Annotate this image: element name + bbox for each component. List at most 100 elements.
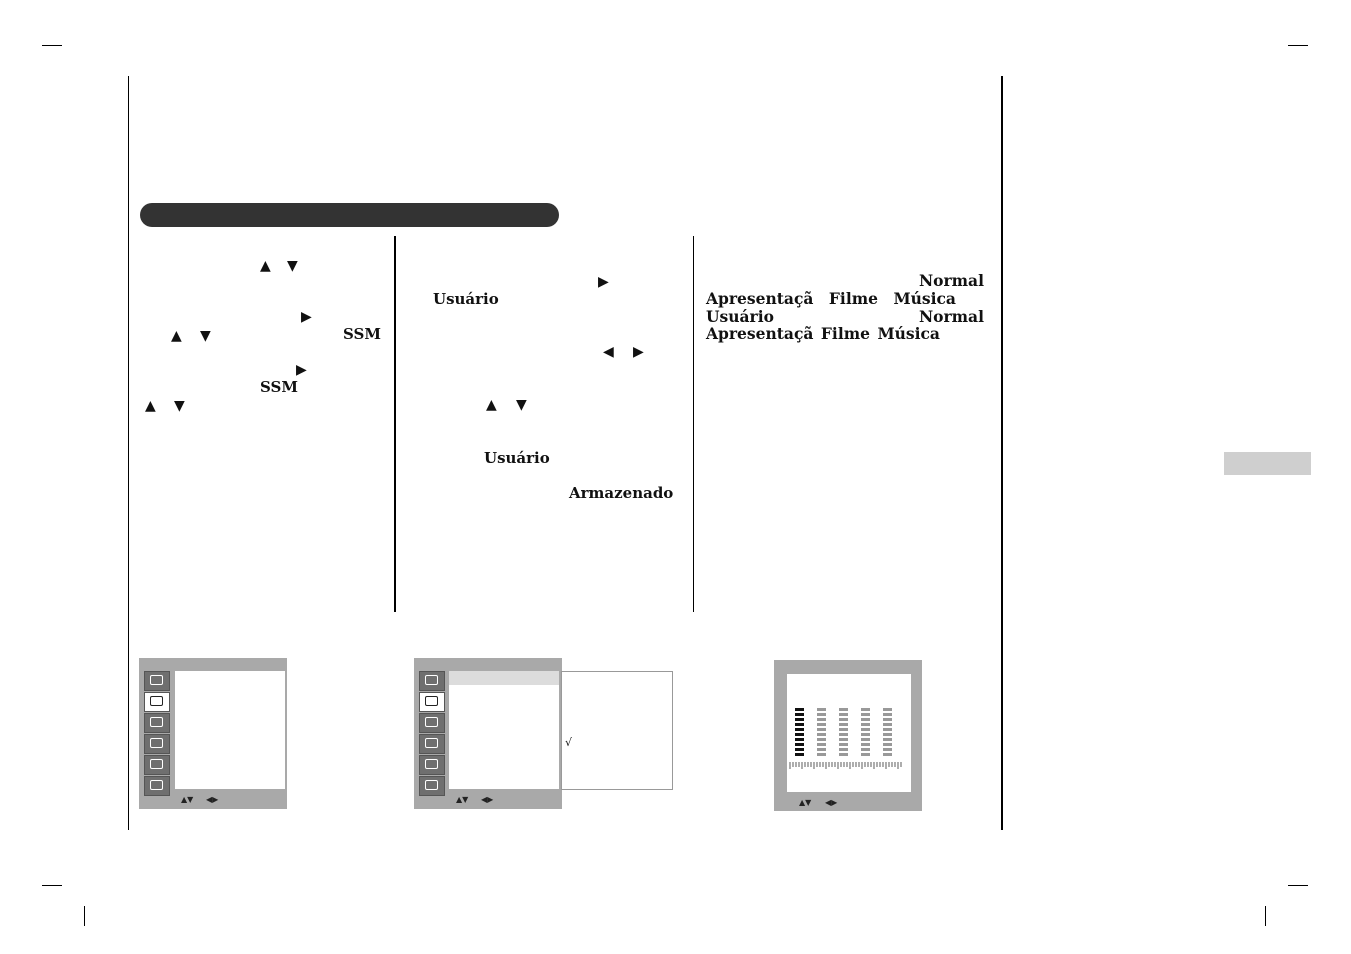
eq-band-segment xyxy=(839,733,848,736)
equalizer-panel xyxy=(787,674,911,792)
options-icon[interactable] xyxy=(419,755,445,775)
lock-icon-glyph xyxy=(150,780,163,790)
arrow-left-icon: ◀ xyxy=(603,344,614,360)
nav-leftright-icon: ◀▶ xyxy=(206,795,219,804)
eq-band-segment xyxy=(839,743,848,746)
eq-band-segment xyxy=(883,753,892,756)
eq-band-segment xyxy=(795,718,804,721)
tv-icon[interactable] xyxy=(144,713,170,733)
preset-line: Apresentaçã Filme Música xyxy=(706,289,956,308)
nav-updown-icon: ▲▼ xyxy=(181,795,194,804)
usuario-label: Usuário xyxy=(433,290,499,308)
osd-menu-sound-sub: ▲▼ ◀▶ xyxy=(414,658,562,809)
eq-band-segment xyxy=(817,728,826,731)
time-icon[interactable] xyxy=(144,734,170,754)
speaker-icon[interactable] xyxy=(144,692,170,712)
preset-normal: Normal xyxy=(918,307,984,326)
crop-mark xyxy=(42,885,62,886)
nav-updown-icon: ▲▼ xyxy=(799,798,812,807)
eq-band-segment xyxy=(817,713,826,716)
eq-band-segment xyxy=(861,748,870,751)
tv-icon-glyph xyxy=(425,717,438,727)
eq-band-segment xyxy=(839,718,848,721)
eq-band-segment xyxy=(795,743,804,746)
lock-icon[interactable] xyxy=(419,776,445,796)
eq-band-segment xyxy=(883,728,892,731)
eq-band-segment xyxy=(795,728,804,731)
side-tab xyxy=(1224,452,1311,475)
eq-band-segment xyxy=(839,723,848,726)
eq-band-segment xyxy=(817,743,826,746)
eq-band-segment xyxy=(817,708,826,711)
nav-updown-icon: ▲▼ xyxy=(456,795,469,804)
preset-musica: Música xyxy=(893,289,956,308)
preset-line: Apresentaçã Filme Música xyxy=(706,324,940,343)
column-divider xyxy=(693,236,694,612)
preset-musica: Música xyxy=(877,324,940,343)
arrow-up-icon: ▲ xyxy=(171,328,182,344)
eq-band-segment xyxy=(861,708,870,711)
eq-band-segment xyxy=(817,753,826,756)
time-icon-glyph xyxy=(425,738,438,748)
eq-band-segment xyxy=(883,748,892,751)
eq-band-segment xyxy=(883,733,892,736)
options-icon-glyph xyxy=(425,759,438,769)
eq-band-segment xyxy=(883,718,892,721)
eq-band-segment xyxy=(861,753,870,756)
page-right-rule xyxy=(1001,76,1003,830)
menu-content-panel xyxy=(175,671,285,789)
eq-band-segment xyxy=(861,728,870,731)
eq-band-segment xyxy=(817,748,826,751)
eq-band-segment xyxy=(861,723,870,726)
options-icon-glyph xyxy=(150,759,163,769)
eq-band-segment xyxy=(861,733,870,736)
nav-leftright-icon: ◀▶ xyxy=(825,798,838,807)
osd-equalizer: ▲▼ ◀▶ xyxy=(774,660,922,811)
eq-band-segment xyxy=(795,733,804,736)
eq-band-segment xyxy=(839,708,848,711)
lock-icon[interactable] xyxy=(144,776,170,796)
menu-highlight-row[interactable] xyxy=(449,671,559,685)
preset-apresentacao: Apresentaçã xyxy=(706,289,814,308)
speaker-icon[interactable] xyxy=(419,692,445,712)
arrow-down-icon: ▼ xyxy=(516,397,527,413)
equalizer-graphic xyxy=(789,708,902,769)
checkmark-icon: √ xyxy=(565,736,573,749)
preset-filme: Filme xyxy=(820,324,870,343)
time-icon-glyph xyxy=(150,738,163,748)
eq-band-segment xyxy=(861,718,870,721)
lock-icon-glyph xyxy=(425,780,438,790)
eq-band-segment xyxy=(861,713,870,716)
arrow-right-icon: ▶ xyxy=(598,274,609,290)
tv-icon[interactable] xyxy=(419,713,445,733)
arrow-down-icon: ▼ xyxy=(200,328,211,344)
screen-icon[interactable] xyxy=(144,671,170,691)
eq-band-segment xyxy=(795,738,804,741)
screen-icon[interactable] xyxy=(419,671,445,691)
screen-icon-glyph xyxy=(150,675,163,685)
preset-apresentacao: Apresentaçã xyxy=(706,324,814,343)
eq-band-segment xyxy=(839,713,848,716)
options-icon[interactable] xyxy=(144,755,170,775)
time-icon[interactable] xyxy=(419,734,445,754)
eq-band-segment xyxy=(795,748,804,751)
preset-line: Normal xyxy=(706,271,984,290)
osd-menu-sound: ▲▼ ◀▶ xyxy=(139,658,287,809)
preset-usuario: Usuário xyxy=(706,307,774,326)
crop-mark xyxy=(1265,906,1266,926)
usuario-label: Usuário xyxy=(484,449,550,467)
screen-icon-glyph xyxy=(425,675,438,685)
speaker-icon-glyph xyxy=(425,696,438,706)
eq-band-segment xyxy=(883,723,892,726)
submenu-popup: √ xyxy=(561,671,673,790)
eq-band-segment xyxy=(883,743,892,746)
eq-band-segment xyxy=(795,708,804,711)
eq-band-segment xyxy=(839,748,848,751)
eq-band-segment xyxy=(883,713,892,716)
eq-band-segment xyxy=(839,738,848,741)
menu-content-panel xyxy=(449,671,559,789)
eq-band-segment xyxy=(817,738,826,741)
preset-filme: Filme xyxy=(828,289,878,308)
ssm-label: SSM xyxy=(343,325,381,343)
eq-band-segment xyxy=(883,708,892,711)
